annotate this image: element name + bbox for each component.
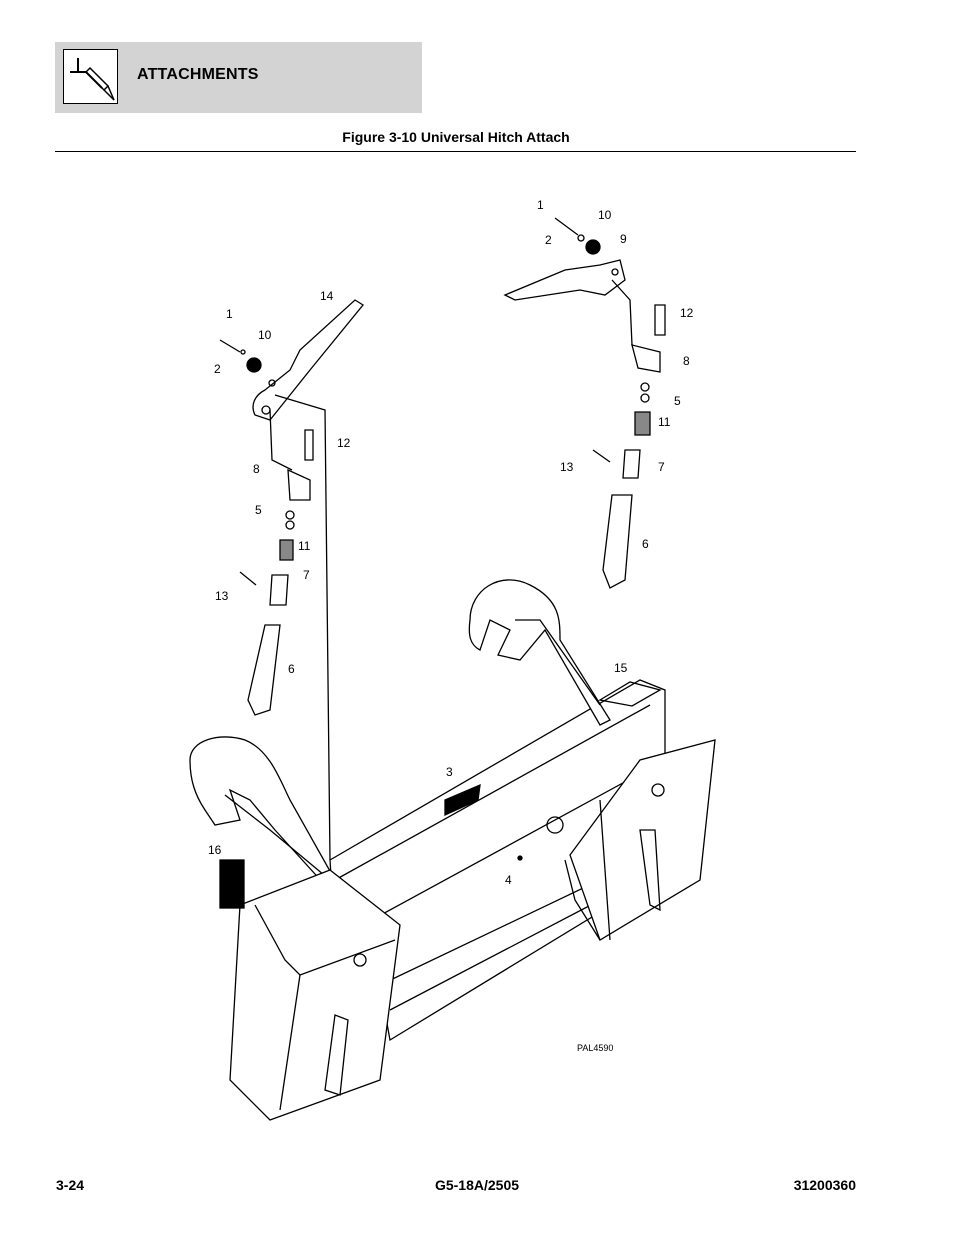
document-number: 31200360 <box>793 1177 856 1193</box>
section-title: ATTACHMENTS <box>137 66 259 83</box>
callout-left-6: 6 <box>288 662 295 676</box>
callout-left-13: 13 <box>215 589 229 603</box>
callout-right-11: 11 <box>658 415 671 429</box>
callout-right-13: 13 <box>560 460 574 474</box>
callout-left-10: 10 <box>258 328 272 342</box>
callout-right-10: 10 <box>598 208 612 222</box>
callout-right-5: 5 <box>674 394 681 408</box>
callout-right-1: 1 <box>537 198 544 212</box>
callout-left-14: 14 <box>320 289 334 303</box>
left-handle-assembly <box>219 299 364 861</box>
page-number: 3-24 <box>56 1177 85 1193</box>
callout-right-7: 7 <box>658 460 665 474</box>
callout-right-8: 8 <box>683 354 690 368</box>
right-handle-assembly <box>503 217 666 589</box>
header-divider <box>55 151 856 152</box>
model-number: G5-18A/2505 <box>434 1177 520 1193</box>
callout-left-2: 2 <box>214 362 221 376</box>
callout-left-1: 1 <box>226 307 233 321</box>
callout-left-8: 8 <box>253 462 260 476</box>
callout-right-9: 9 <box>620 232 627 246</box>
callout-left-12: 12 <box>337 436 351 450</box>
callout-left-7: 7 <box>303 568 310 582</box>
callout-frame-3: 3 <box>446 765 453 779</box>
callout-frame-15: 15 <box>614 661 628 675</box>
hitch-frame <box>189 579 716 1121</box>
callout-left-11: 11 <box>298 539 311 553</box>
callout-frame-4: 4 <box>505 873 512 887</box>
callout-right-6: 6 <box>642 537 649 551</box>
callout-right-12: 12 <box>680 306 694 320</box>
figure-caption: Figure 3-10 Universal Hitch Attach <box>342 129 570 145</box>
callout-frame-16: 16 <box>208 843 222 857</box>
callout-right-2: 2 <box>545 233 552 247</box>
callout-labels: 1 10 2 14 12 8 5 11 7 13 6 1 10 2 9 12 8… <box>208 198 694 1053</box>
section-header: ATTACHMENTS <box>55 42 422 113</box>
drawing-code: PAL4590 <box>577 1043 613 1053</box>
attachment-hook-icon <box>63 49 118 104</box>
callout-left-5: 5 <box>255 503 262 517</box>
